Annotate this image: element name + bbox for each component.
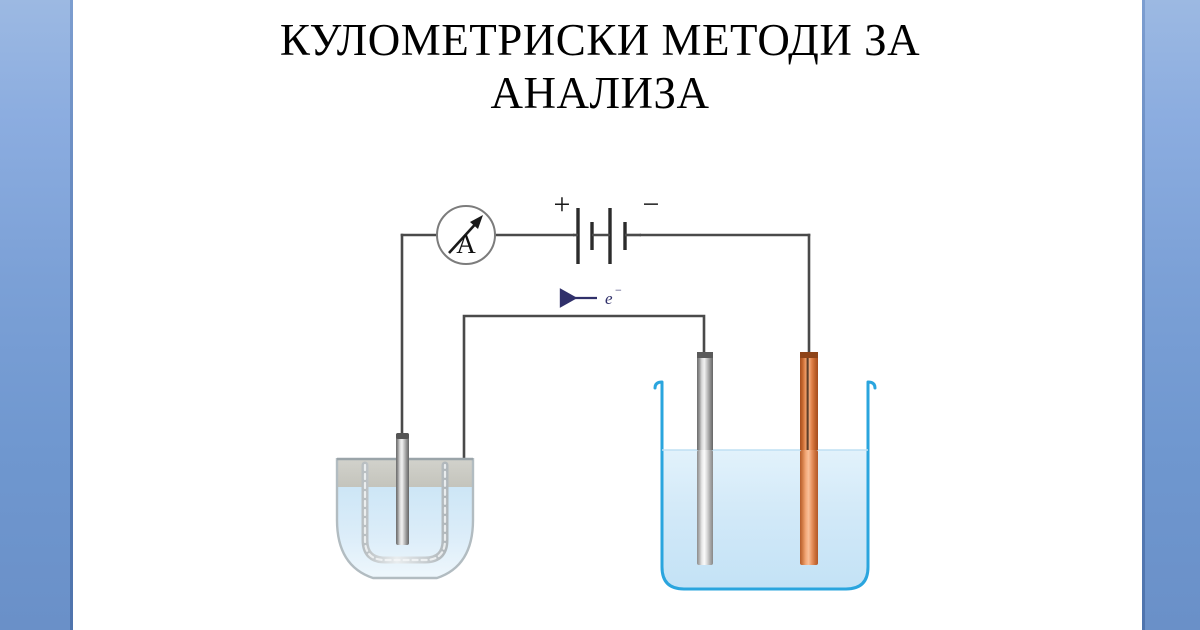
left-cell-electrode [396,433,409,545]
left-beaker-outline [335,458,475,580]
electron-label: e [605,289,613,308]
silver-electrode-cap [697,352,713,358]
ammeter-label: A [456,229,476,259]
battery-positive-label: + [554,188,571,221]
right-beaker-outline [653,380,877,591]
left-band-edge [70,0,73,630]
left-beaker-liquid [337,487,473,578]
copper-electrode-below-liquid [800,450,818,565]
battery-negative-label: − [643,188,660,221]
left-beaker-upper-layer [337,459,473,487]
u-tube-outer [361,461,449,564]
battery-symbol: + − [554,188,660,264]
circuit-wires [400,233,811,472]
silver-electrode-below-liquid [697,450,713,565]
page-title-line-2: АНАЛИЗА [490,68,710,119]
copper-electrode-above-liquid [800,352,818,450]
left-cell-electrode-cap [396,433,409,439]
electron-superscript: − [615,283,622,297]
left-decorative-band [0,0,70,630]
page-title: КУЛОМЕТРИСКИ МЕТОДИ ЗА АНАЛИЗА [150,14,1050,120]
left-beaker-cell [335,433,475,580]
wire-middle-loop [462,314,706,472]
right-beaker-cell [653,352,877,591]
right-decorative-band [1145,0,1200,630]
right-band-edge [1142,0,1145,630]
copper-electrode-cap [800,352,818,358]
electron-flow-annotation: e − [559,283,622,308]
silver-electrode-above-liquid [697,352,713,450]
ammeter: A [436,205,496,265]
u-tube-inner-highlight [363,463,447,562]
page-title-line-1: КУЛОМЕТРИСКИ МЕТОДИ ЗА [279,15,921,65]
right-beaker-liquid [661,450,869,589]
